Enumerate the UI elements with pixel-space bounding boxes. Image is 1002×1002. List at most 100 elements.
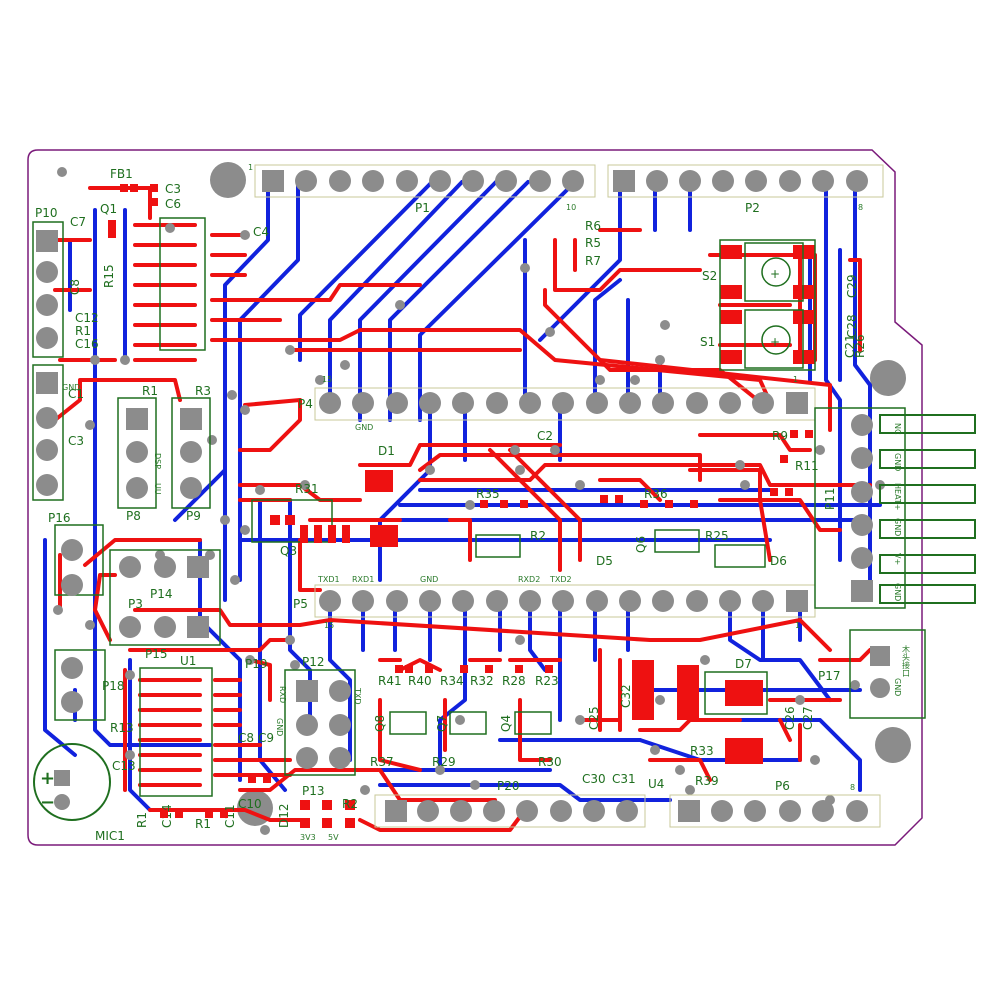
label-q8: Q8 (373, 715, 387, 732)
label-r2a: R2 (342, 797, 358, 811)
label-r40: R40 (408, 674, 432, 688)
label-p8: P8 (126, 509, 141, 523)
label-r11a: R1 (135, 812, 149, 828)
label-r23: R23 (535, 674, 559, 688)
label-p11-gnd-b: GND (893, 518, 902, 536)
label-c2: C2 (537, 429, 553, 443)
label-p12: P12 (302, 655, 325, 669)
vias (53, 167, 885, 835)
header-p8 (117, 397, 157, 509)
label-p6-8: 8 (850, 783, 855, 792)
label-p1: P1 (415, 201, 430, 215)
label-c8a: C8 (68, 279, 82, 295)
header-p5 (314, 584, 816, 618)
header-p16 (54, 524, 104, 596)
label-c13: C13 (112, 759, 136, 773)
label-p13: P13 (302, 784, 325, 798)
label-r13: R13 (110, 721, 134, 735)
label-p5: P5 (293, 597, 308, 611)
label-p11-vplus: V+ (893, 553, 902, 565)
label-p17-gnd: GND (893, 678, 902, 696)
label-s1: S1 (700, 335, 715, 349)
label-r7: R7 (585, 254, 601, 268)
label-p15: P15 (145, 647, 168, 661)
label-gnd-left: GND (62, 383, 80, 392)
label-r2: R2 (530, 529, 546, 543)
label-p18: P18 (102, 679, 125, 693)
label-c6: C6 (165, 197, 181, 211)
label-c32: C32 (619, 684, 633, 708)
label-r35: R35 (476, 487, 500, 501)
label-gnd5: GND (420, 575, 438, 584)
label-r25: R25 (705, 529, 729, 543)
label-dsp: DSP (153, 453, 162, 469)
label-txd2: TXD2 (549, 575, 572, 584)
header-p2 (607, 164, 884, 198)
label-q3: Q3 (280, 544, 297, 558)
header-p11 (814, 407, 906, 609)
label-p11: P11 (823, 487, 837, 510)
label-c12: C12 (75, 311, 99, 325)
label-p5-1: 1 (795, 621, 800, 630)
label-r14: R1 (75, 324, 91, 338)
label-r37: R37 (370, 755, 394, 769)
label-c29: C29 (845, 274, 859, 298)
label-r3: R3 (195, 384, 211, 398)
label-5v: 5V (328, 833, 339, 842)
label-u1: U1 (180, 654, 196, 668)
label-r15: R15 (102, 264, 116, 288)
switch-s1: + (744, 309, 804, 369)
label-p1-10: 10 (566, 203, 576, 212)
label-p11-gnd-c: GND (893, 583, 902, 601)
label-c4: C4 (253, 225, 269, 239)
label-c8: C8 (238, 731, 254, 745)
label-r39: R39 (695, 774, 719, 788)
header-p4 (314, 387, 816, 421)
label-p11-gnd-a: GND (893, 453, 902, 471)
header-p10 (32, 221, 64, 358)
microphone-mic1 (33, 743, 111, 821)
label-r5: R5 (585, 236, 601, 250)
header-p20 (374, 794, 646, 828)
label-p2: P2 (745, 201, 760, 215)
ic-outlines (139, 217, 816, 797)
svg-text:+: + (770, 267, 780, 281)
label-c7: C7 (70, 215, 86, 229)
label-c26: C26 (783, 706, 797, 730)
label-p17-wood: 木头接口 (902, 644, 911, 677)
label-p9: P9 (186, 509, 201, 523)
label-c16: C16 (75, 337, 99, 351)
board-outline (27, 149, 923, 846)
label-q6: Q6 (634, 536, 648, 553)
label-p19: P19 (245, 657, 268, 671)
label-r1: R1 (142, 384, 158, 398)
label-txd1: TXD1 (317, 575, 340, 584)
header-p1 (254, 164, 596, 198)
label-gnd4: GND (355, 423, 373, 432)
label-p3: P3 (128, 597, 143, 611)
label-p20: P20 (497, 779, 520, 793)
silkscreen-labels: FB1 C3 C6 Q1 C4 P10 C7 R15 C8 C12 C16 R1… (35, 163, 911, 843)
label-c25: C25 (587, 706, 601, 730)
label-c10: C10 (238, 797, 262, 811)
label-rxd: RXD (278, 686, 287, 703)
smd-pads (108, 184, 813, 818)
label-p10: P10 (35, 206, 58, 220)
label-s2: S2 (702, 269, 717, 283)
label-p1-first: 1 (248, 163, 253, 172)
label-p11-nc: NC (893, 423, 902, 435)
label-r10: R1 (195, 817, 211, 831)
label-d1: D1 (378, 444, 395, 458)
label-mic-minus: − (40, 792, 55, 813)
label-p14: P14 (150, 587, 173, 601)
label-p4-15: 15 (322, 375, 332, 384)
mounting-holes (210, 162, 911, 826)
label-u4: U4 (648, 777, 664, 791)
label-r33: R33 (690, 744, 714, 758)
label-txd: TXD (353, 687, 362, 705)
label-p4-1: 1 (793, 375, 798, 384)
label-p16: P16 (48, 511, 71, 525)
label-d12: D12 (277, 803, 291, 828)
label-fb1: FB1 (110, 167, 133, 181)
